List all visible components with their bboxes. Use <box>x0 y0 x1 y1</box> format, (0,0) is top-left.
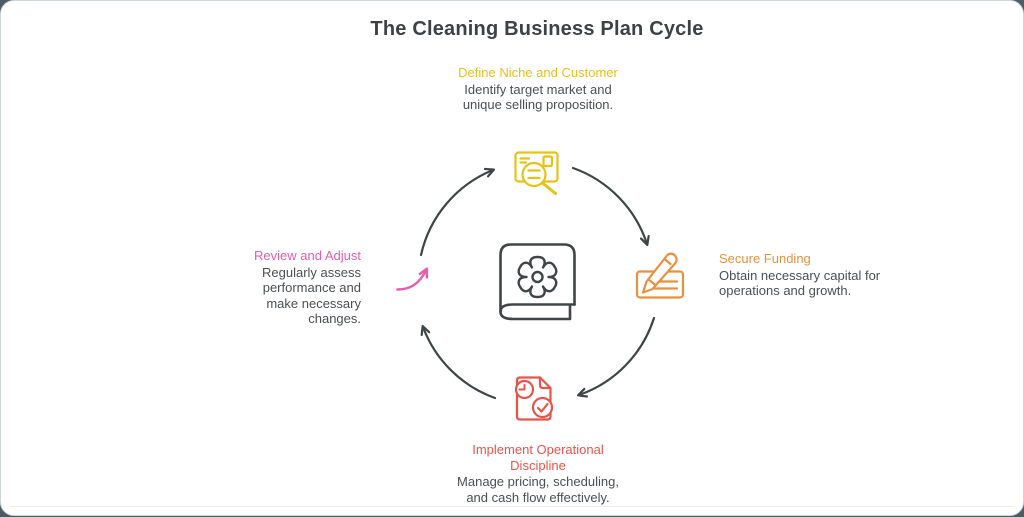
cycle-arrows <box>419 166 656 400</box>
bottom-divider <box>11 506 1013 507</box>
market-research-icon <box>514 151 559 195</box>
step-block-review-adjust: Review and Adjust Regularly assess perfo… <box>229 248 361 327</box>
arc-bottom-to-left <box>420 324 497 400</box>
growth-arrow-icon <box>396 267 429 291</box>
step-description: Manage pricing, scheduling, and cash flo… <box>457 474 619 505</box>
step-title: Implement Operational Discipline <box>472 442 604 473</box>
business-plan-book-icon <box>499 243 576 321</box>
step-description: Obtain necessary capital for operations … <box>719 267 881 299</box>
step-block-define-niche: Define Niche and Customer Identify targe… <box>458 65 618 113</box>
step-description: Identify target market and unique sellin… <box>462 81 614 113</box>
step-title: Secure Funding <box>719 251 811 266</box>
schedule-checklist-icon <box>514 376 554 421</box>
step-description: Regularly assess performance and make ne… <box>262 264 361 327</box>
page-title: The Cleaning Business Plan Cycle <box>370 18 704 40</box>
arc-right-to-bottom <box>576 316 656 398</box>
step-title: Define Niche and Customer <box>458 65 618 80</box>
step-block-implement-discipline: Implement Operational Discipline Manage … <box>453 442 623 505</box>
arc-left-to-top <box>419 167 496 257</box>
arc-top-to-right <box>571 166 650 247</box>
step-block-secure-funding: Secure Funding Obtain necessary capital … <box>719 251 881 299</box>
step-title: Review and Adjust <box>254 248 361 263</box>
funding-check-pen-icon <box>635 252 685 299</box>
